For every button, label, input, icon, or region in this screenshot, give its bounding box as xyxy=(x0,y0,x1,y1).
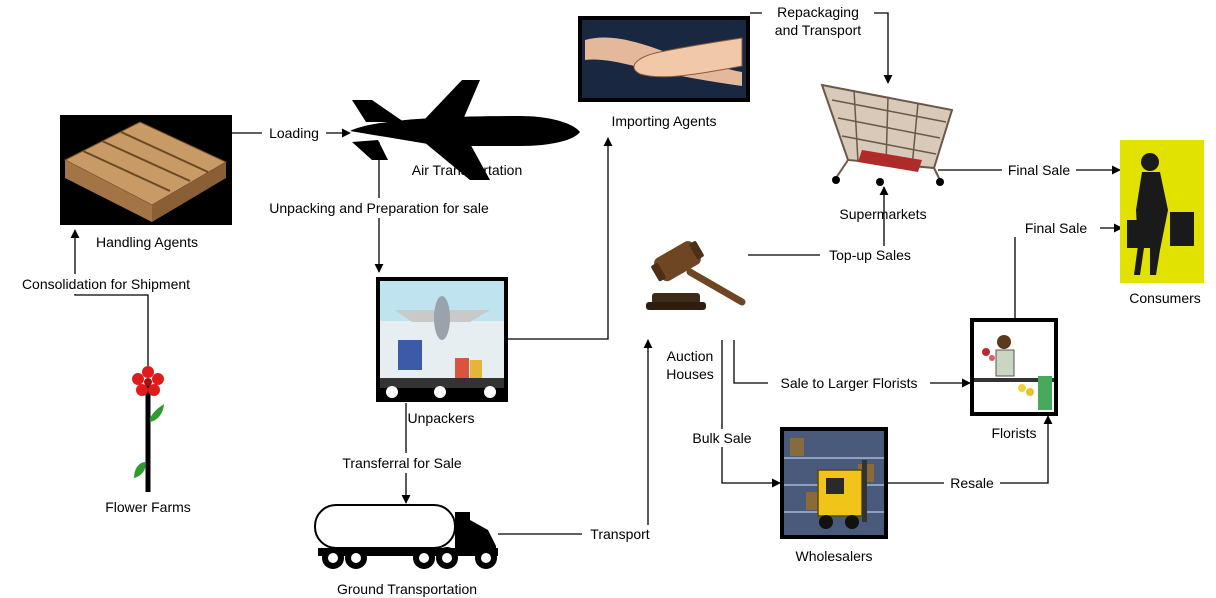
airplane-icon xyxy=(350,80,580,180)
pallet-icon xyxy=(60,115,232,225)
label-auction-houses-line1: Auction xyxy=(667,348,714,364)
florist-icon xyxy=(970,318,1058,416)
edge-label-consolidation: Consolidation for Shipment xyxy=(22,276,190,292)
label-unpackers: Unpackers xyxy=(408,410,475,426)
label-auction-houses-line2: Houses xyxy=(666,366,713,382)
flower-icon xyxy=(132,366,164,492)
edge-label-larger-florists: Sale to Larger Florists xyxy=(781,375,918,391)
label-ground-transportation: Ground Transportation xyxy=(337,581,477,597)
edge-label-unpacking: Unpacking and Preparation for sale xyxy=(269,200,489,216)
edge-bulk-sale xyxy=(721,340,781,488)
edge-label-repackaging-line2: and Transport xyxy=(775,22,861,38)
label-wholesalers: Wholesalers xyxy=(795,548,872,564)
edge-label-loading: Loading xyxy=(269,125,319,141)
label-air-transportation: Air Transportation xyxy=(412,162,523,178)
tanker-truck-icon xyxy=(314,504,498,569)
edge-transport xyxy=(498,339,653,535)
edge-consolidation xyxy=(70,229,149,370)
label-florists: Florists xyxy=(991,425,1036,441)
shopping-cart-icon xyxy=(820,83,954,186)
edge-label-resale: Resale xyxy=(950,475,994,491)
edge-label-repackaging-line1: Repackaging xyxy=(777,4,859,20)
label-importing-agents: Importing Agents xyxy=(611,113,716,129)
edge-label-transferral: Transferral for Sale xyxy=(342,455,462,471)
edge-final-sale-2 xyxy=(1014,223,1123,318)
label-flower-farms: Flower Farms xyxy=(105,499,191,515)
edge-label-final-sale-2: Final Sale xyxy=(1025,220,1087,236)
handshake-icon xyxy=(578,16,750,102)
edge-label-final-sale-1: Final Sale xyxy=(1008,162,1070,178)
edge-resale xyxy=(888,415,1053,484)
airport-unpacking-icon xyxy=(376,277,508,402)
edge-label-top-up: Top-up Sales xyxy=(829,247,911,263)
consumer-shopper-icon xyxy=(1120,140,1204,283)
label-supermarkets: Supermarkets xyxy=(839,206,926,222)
warehouse-forklift-icon xyxy=(780,427,888,539)
edge-unpackers-to-importers xyxy=(508,137,613,340)
label-handling-agents: Handling Agents xyxy=(96,234,198,250)
label-consumers: Consumers xyxy=(1129,290,1201,306)
edge-label-transport: Transport xyxy=(590,526,650,542)
edge-label-bulk-sale: Bulk Sale xyxy=(692,430,751,446)
gavel-icon xyxy=(646,241,746,310)
